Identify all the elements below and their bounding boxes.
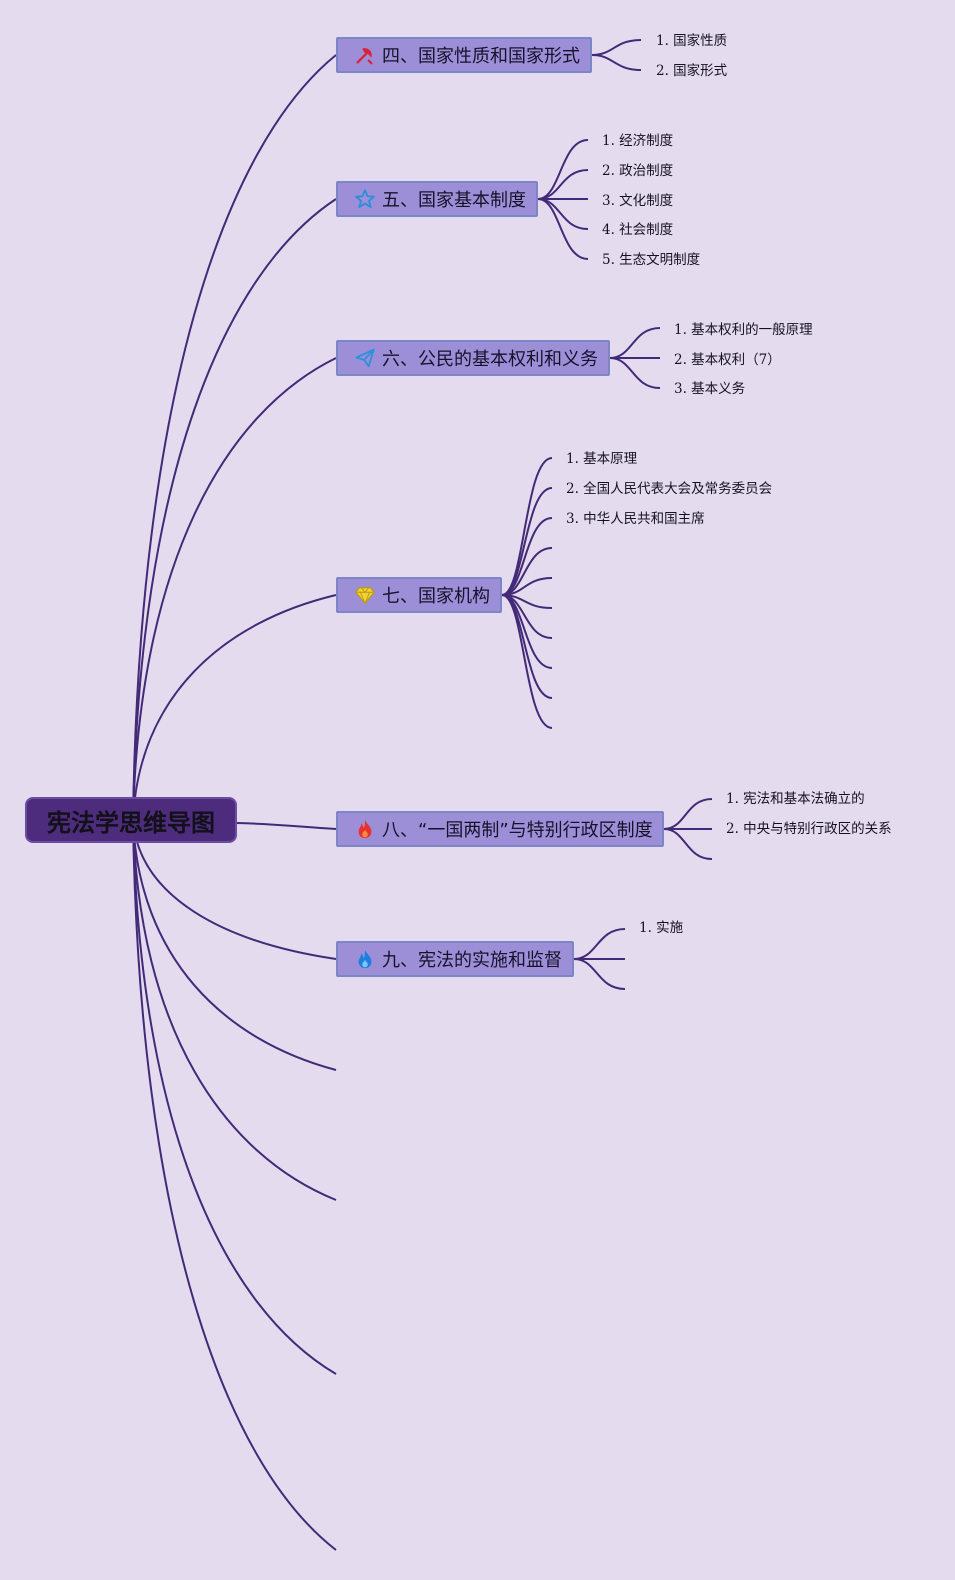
subtopic-label[interactable]: 3. 基本义务 [674, 381, 746, 397]
sub-branch-line [537, 139, 589, 200]
subtopic-label[interactable]: 2. 基本权利（7） [674, 352, 781, 368]
root-branch-line [132, 819, 337, 1201]
sub-branch-line [663, 798, 713, 830]
subtopic-label[interactable]: 5. 生态文明制度 [602, 252, 701, 268]
sub-branch-line [591, 54, 642, 71]
root-node[interactable]: 宪法学思维导图 [25, 797, 237, 843]
subtopic-label[interactable]: 1. 经济制度 [602, 133, 674, 149]
topic-constitution-implementation[interactable]: 九、宪法的实施和监督 [336, 941, 574, 977]
subtopic-label[interactable]: 1. 基本权利的一般原理 [674, 322, 813, 338]
topic-national-nature[interactable]: 四、国家性质和国家形式 [336, 37, 592, 73]
sub-branch-line [501, 594, 553, 729]
sub-branch-line [501, 594, 553, 699]
sub-branch-line [573, 928, 626, 960]
root-branch-line [132, 819, 337, 960]
diamond-icon [354, 584, 376, 606]
root-branch-line [132, 54, 337, 821]
topic-basic-systems[interactable]: 五、国家基本制度 [336, 181, 538, 217]
topic-citizen-rights[interactable]: 六、公民的基本权利和义务 [336, 340, 610, 376]
sub-branch-line [609, 327, 661, 359]
topic-label: 五、国家基本制度 [382, 190, 526, 211]
topic-one-country-two-systems[interactable]: 八、“一国两制”与特别行政区制度 [336, 811, 664, 847]
topic-label: 六、公民的基本权利和义务 [382, 349, 598, 370]
sub-branch-line [501, 517, 553, 596]
subtopic-label[interactable]: 2. 中央与特别行政区的关系 [726, 821, 892, 837]
sub-branch-line [591, 39, 642, 56]
sub-branch-line [537, 198, 589, 260]
sub-branch-line [537, 198, 589, 230]
subtopic-label[interactable]: 1. 宪法和基本法确立的 [726, 791, 865, 807]
topic-state-organs[interactable]: 七、国家机构 [336, 577, 502, 613]
topic-label: 四、国家性质和国家形式 [382, 46, 580, 67]
sub-branch-line [663, 828, 713, 860]
sub-branch-line [573, 958, 626, 990]
sub-branch-line [609, 357, 661, 389]
subtopic-label[interactable]: 3. 文化制度 [602, 193, 674, 209]
topic-label: 九、宪法的实施和监督 [382, 950, 562, 971]
root-branch-line [132, 819, 337, 1551]
subtopic-label[interactable]: 3. 中华人民共和国主席 [566, 511, 705, 527]
root-branch-line [132, 819, 337, 1375]
subtopic-label[interactable]: 1. 实施 [639, 920, 684, 936]
topic-label: 七、国家机构 [382, 586, 490, 607]
flame-icon [354, 948, 376, 970]
subtopic-label[interactable]: 2. 国家形式 [656, 63, 728, 79]
subtopic-label[interactable]: 2. 全国人民代表大会及常务委员会 [566, 481, 773, 497]
topic-label: 八、“一国两制”与特别行政区制度 [382, 820, 653, 841]
sub-branch-line [501, 457, 553, 596]
subtopic-label[interactable]: 4. 社会制度 [602, 222, 674, 238]
subtopic-label[interactable]: 1. 基本原理 [566, 451, 638, 467]
fire-icon [354, 818, 376, 840]
subtopic-label[interactable]: 2. 政治制度 [602, 163, 674, 179]
star-icon [354, 188, 376, 210]
paper-plane-icon [354, 347, 376, 369]
sub-branch-line [537, 169, 589, 200]
root-branch-line [132, 198, 337, 821]
root-branch-line [132, 357, 337, 821]
subtopic-label[interactable]: 1. 国家性质 [656, 33, 728, 49]
root-branch-line [132, 819, 337, 1071]
root-branch-line [236, 822, 337, 830]
sub-branch-line [501, 487, 553, 596]
root-branch-line [132, 594, 337, 821]
hammer-sickle-icon [354, 44, 376, 66]
